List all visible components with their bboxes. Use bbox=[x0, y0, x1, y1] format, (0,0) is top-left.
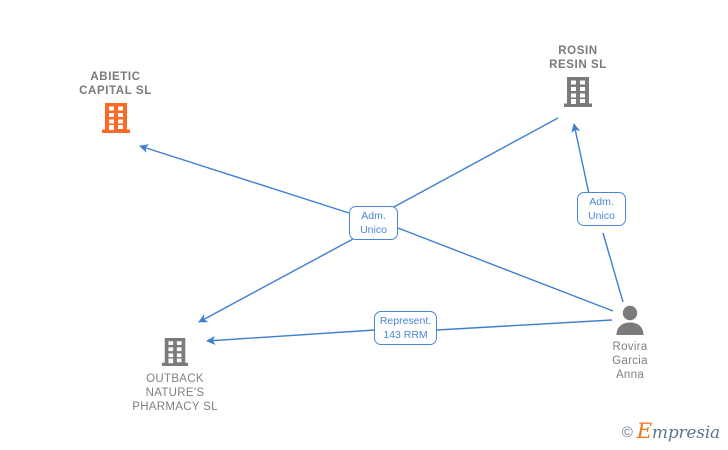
node-label-outback: OUTBACK NATURE'S PHARMACY SL bbox=[132, 373, 218, 413]
edge-admunico-center-to-outback bbox=[198, 238, 354, 323]
edge-represent-to-outback bbox=[206, 329, 376, 346]
edge-person-to-admunico-right bbox=[602, 232, 624, 303]
building-icon bbox=[161, 338, 189, 366]
node-label-rosin: ROSIN RESIN SL bbox=[549, 45, 607, 71]
relation-adm-unico-right[interactable]: Adm. Unico bbox=[577, 192, 626, 226]
empresia-logo-initial: E bbox=[636, 419, 652, 443]
edge-admunico-center-to-abietic bbox=[139, 144, 350, 214]
person-icon bbox=[616, 305, 644, 335]
edge-admunico-center-to-rosin bbox=[391, 117, 559, 209]
empresia-logo-rest: mpresia bbox=[651, 423, 720, 443]
empresia-watermark: © Empresia bbox=[621, 419, 720, 443]
edge-person-to-admunico-center bbox=[397, 227, 614, 312]
node-rovira-garcia-anna[interactable]: Rovira Garcia Anna bbox=[594, 303, 666, 382]
edge-admunico-right-to-rosin bbox=[571, 123, 590, 195]
node-outback-natures-pharmacy-sl[interactable]: OUTBACK NATURE'S PHARMACY SL bbox=[105, 337, 245, 414]
building-icon bbox=[564, 77, 592, 107]
copyright-icon: © bbox=[621, 423, 633, 441]
edge-person-to-represent bbox=[436, 319, 613, 331]
node-rosin-resin-sl[interactable]: ROSIN RESIN SL bbox=[518, 44, 638, 108]
building-icon bbox=[101, 103, 130, 133]
empresia-logo: Empresia bbox=[636, 419, 720, 443]
node-label-abietic: ABIETIC CAPITAL SL bbox=[79, 71, 152, 97]
relation-adm-unico-center[interactable]: Adm. Unico bbox=[349, 206, 398, 240]
relation-represent-143-rrm[interactable]: Represent. 143 RRM bbox=[374, 311, 437, 345]
node-label-person: Rovira Garcia Anna bbox=[612, 341, 648, 381]
node-abietic-capital-sl[interactable]: ABIETIC CAPITAL SL bbox=[48, 70, 183, 134]
